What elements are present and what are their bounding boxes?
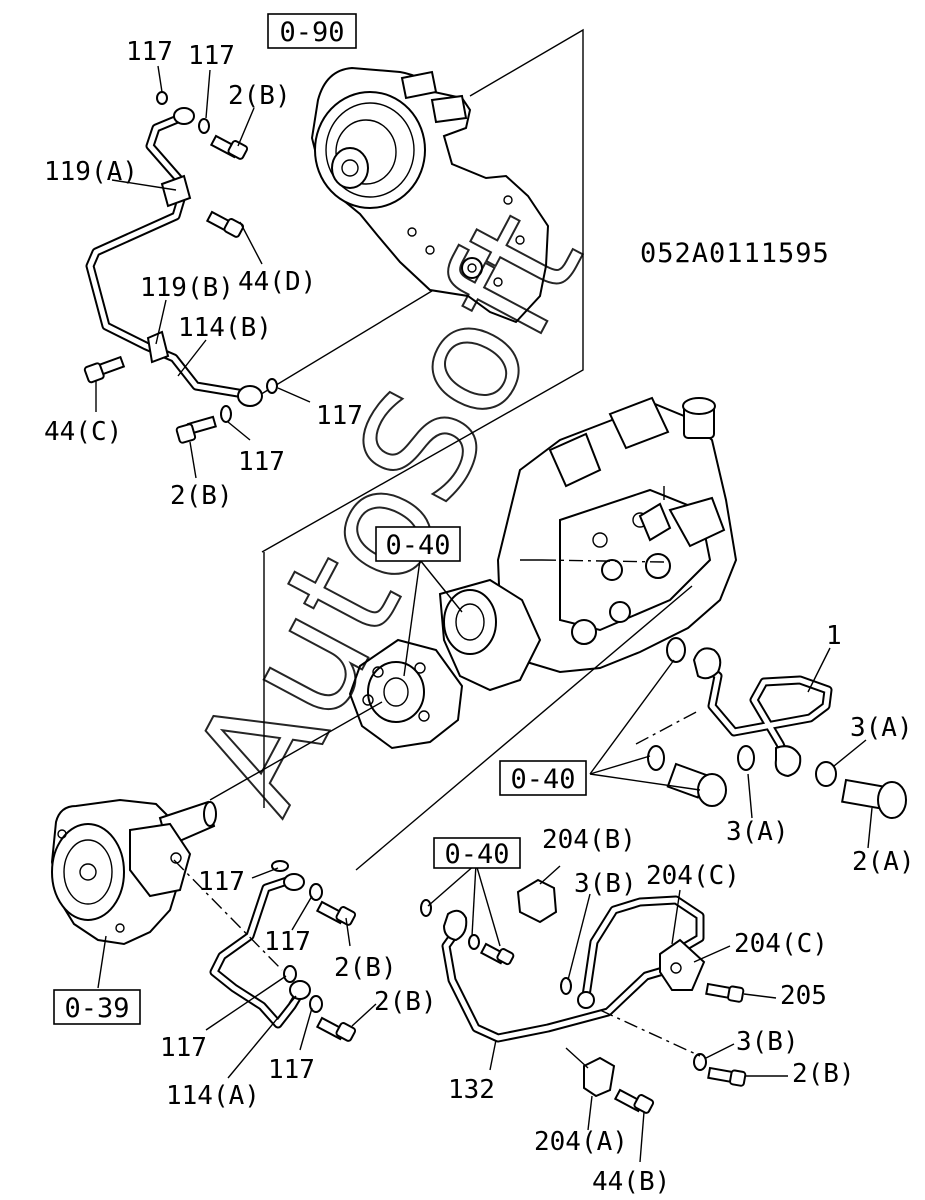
pipe-114a	[173, 859, 357, 1042]
ref-box-lower: 0-40	[433, 837, 521, 870]
label-117: 117	[268, 1055, 315, 1085]
ref-box-right-text: 0-40	[510, 764, 575, 795]
pipe-1-assembly	[647, 637, 907, 819]
label-44b: 44(B)	[592, 1167, 670, 1197]
injection-pump	[496, 396, 738, 674]
bottom-leaders	[427, 863, 788, 1163]
label-117: 117	[316, 401, 363, 431]
label-2a: 2(A)	[852, 847, 915, 877]
ref-box-left-text: 0-39	[64, 993, 129, 1024]
label-44c: 44(C)	[44, 417, 122, 447]
top-leaders	[95, 65, 311, 479]
diagram-code: 052A0111595	[640, 238, 830, 269]
pump-body-lower-left	[50, 798, 217, 946]
label-205: 205	[780, 981, 827, 1011]
label-204a: 204(A)	[534, 1127, 628, 1157]
label-119b: 119(B)	[140, 273, 234, 303]
ref-box-middle-text: 0-40	[385, 530, 450, 561]
ref-box-middle: 0-40	[375, 526, 461, 562]
ref-box-lower-text: 0-40	[444, 839, 509, 870]
gear-cover-housing	[310, 66, 550, 324]
left-leaders	[97, 867, 377, 1079]
right-leaders	[589, 647, 873, 849]
label-3b: 3(B)	[736, 1027, 799, 1057]
ref-box-left: 0-39	[53, 989, 141, 1025]
label-2b: 2(B)	[334, 953, 397, 983]
ref-box-right: 0-40	[499, 760, 587, 796]
label-117: 117	[264, 927, 311, 957]
pump-drive-flange	[348, 578, 542, 750]
label-3a: 3(A)	[850, 713, 913, 743]
label-114a: 114(A)	[166, 1081, 260, 1111]
ref-box-top-text: 0-90	[279, 17, 344, 48]
label-3a: 3(A)	[726, 817, 789, 847]
label-117: 117	[188, 41, 235, 71]
label-204c: 204(C)	[734, 929, 828, 959]
top-fasteners	[83, 91, 278, 444]
label-119a: 119(A)	[44, 157, 138, 187]
label-114b: 114(B)	[178, 313, 272, 343]
label-117: 117	[198, 867, 245, 897]
label-2b: 2(B)	[170, 481, 233, 511]
label-2b: 2(B)	[228, 81, 291, 111]
part-labels: 117 117 2(B) 119(A) 44(D) 119(B) 114(B) …	[44, 37, 915, 1197]
label-117: 117	[126, 37, 173, 67]
label-117: 117	[238, 447, 285, 477]
label-117: 117	[160, 1033, 207, 1063]
center-leaders	[209, 552, 693, 871]
label-2b: 2(B)	[792, 1059, 855, 1089]
label-3b: 3(B)	[574, 869, 637, 899]
label-44d: 44(D)	[238, 267, 316, 297]
label-132: 132	[448, 1075, 495, 1105]
ref-box-top: 0-90	[267, 13, 357, 49]
label-1: 1	[826, 621, 842, 651]
pipe-132-assembly	[420, 878, 747, 1114]
label-2b: 2(B)	[374, 987, 437, 1017]
label-204c: 204(C)	[646, 861, 740, 891]
label-204b: 204(B)	[542, 825, 636, 855]
pipe-114b	[85, 107, 263, 407]
